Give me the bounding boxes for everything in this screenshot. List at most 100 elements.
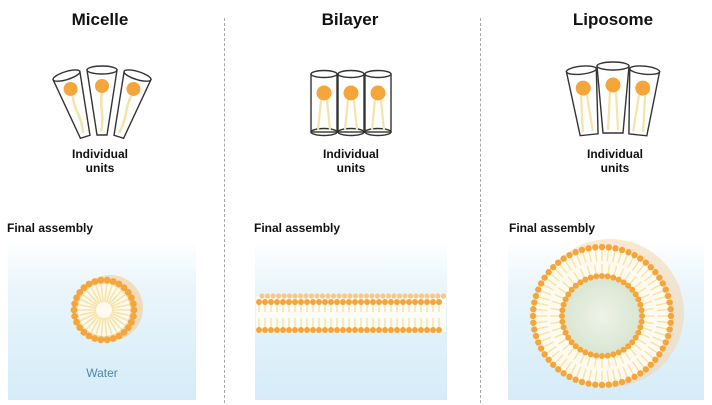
micelle-assembly <box>70 275 143 344</box>
liposome-outer-head <box>585 380 592 387</box>
liposome-inner-head <box>599 273 605 279</box>
liposome-assembly-label: Final assembly <box>509 221 596 235</box>
bilayer-head-top <box>304 299 310 305</box>
micelle-head <box>120 284 128 292</box>
bilayer-head-top <box>412 299 418 305</box>
liposome-outer-tail <box>617 252 622 264</box>
liposome-outer-head <box>541 351 548 358</box>
liposome-inner-tail <box>579 353 586 364</box>
liposome-inner-head <box>593 352 600 359</box>
bilayer-head-bottom <box>262 327 268 333</box>
bilayer-back-head <box>402 293 408 299</box>
liposome-outer-tail <box>655 302 667 306</box>
bilayer-back-head <box>385 293 392 299</box>
liposome-inner-head <box>565 334 572 341</box>
micelle-head <box>91 335 99 342</box>
liposome-outer-head <box>642 366 649 373</box>
liposome-inner-head <box>625 343 632 350</box>
liposome-outer-tail <box>537 302 549 306</box>
bilayer-back-head <box>429 293 436 299</box>
liposome-outer-tail <box>656 308 668 312</box>
liposome-outer-head <box>578 246 586 254</box>
liposome-inner-tail <box>554 293 565 300</box>
micelle-tail <box>104 317 108 337</box>
bilayer-head-bottom <box>274 327 280 333</box>
liposome-inner-head <box>559 313 565 319</box>
liposome-outer-tail <box>540 290 552 296</box>
liposome-outer-tail <box>538 296 550 301</box>
liposome-outer-tail <box>546 278 557 287</box>
micelle-head <box>80 328 88 336</box>
bilayer-head-top <box>370 299 376 305</box>
liposome-outer-head <box>664 332 672 340</box>
micelle-head <box>97 336 105 344</box>
liposome-inner-head <box>615 349 622 356</box>
liposome-outer-head <box>664 292 672 300</box>
bilayer-head-top <box>430 299 436 305</box>
liposome-outer-tail <box>622 254 628 266</box>
liposome-outer-tail <box>627 364 634 375</box>
liposome-inner-tail <box>593 264 597 275</box>
liposome-inner-head <box>562 329 569 336</box>
liposome-outer-head <box>659 280 667 287</box>
liposome-inner-head <box>637 324 644 331</box>
micelle-tail <box>108 315 123 331</box>
liposome-outer-tail <box>650 341 661 348</box>
micelle-tail <box>81 293 98 306</box>
liposome-inner-tail <box>613 356 618 367</box>
micelle-head <box>76 288 84 296</box>
micelle-tail <box>107 316 119 334</box>
liposome-inner-tail <box>628 276 637 285</box>
liposome-inner-head <box>620 279 627 286</box>
liposome-outer-tail <box>582 252 587 264</box>
liposome-outer-head <box>598 381 606 389</box>
liposome-outer-tail <box>559 264 568 274</box>
bilayer-assembly <box>256 293 447 333</box>
liposome-outer-tail <box>640 354 650 364</box>
micelle-head <box>97 276 105 284</box>
bilayer-back-head <box>292 293 298 299</box>
liposome-inner-head <box>572 282 579 289</box>
liposome-inner-tail <box>643 321 654 325</box>
bilayer-back-head <box>358 293 364 299</box>
micelle-unit-right <box>113 69 152 140</box>
liposome-outer-tail <box>570 257 577 268</box>
micelle-tail <box>105 284 114 303</box>
bilayer-head-bottom <box>352 327 358 333</box>
liposome-inner-head <box>562 296 569 303</box>
liposome-inner-head <box>568 286 575 293</box>
bilayer-units-label: Individual units <box>291 147 411 175</box>
liposome-inner-tail <box>639 332 650 339</box>
micelle-head <box>80 284 88 292</box>
liposome-inner-head <box>560 324 567 331</box>
liposome-outer-tail <box>538 331 550 336</box>
bilayer-back-head <box>396 293 403 299</box>
liposome-outer-head <box>612 245 619 252</box>
liposome-outer-head <box>625 249 632 256</box>
liposome-inner-tail <box>567 347 576 356</box>
liposome-inner-head <box>582 349 589 356</box>
bilayer-back-head <box>286 293 293 299</box>
liposome-outer-head <box>545 356 552 363</box>
micelle-tail <box>89 316 101 334</box>
bilayer-head-bottom <box>430 327 436 333</box>
micelle-unit-left <box>52 69 91 140</box>
water-label: Water <box>86 366 118 380</box>
bilayer-head-bottom <box>292 327 298 333</box>
micelle-head <box>70 306 78 314</box>
bilayer-head-top <box>322 299 328 305</box>
bilayer-back-head <box>380 293 386 299</box>
liposome-inner-head <box>615 276 622 283</box>
liposome-outer-head <box>659 345 667 352</box>
bilayer-head-bottom <box>340 327 346 333</box>
liposome-outer-tail <box>554 354 564 364</box>
liposome-inner-head <box>587 351 594 358</box>
micelle-head <box>73 318 80 326</box>
bilayer-head-bottom <box>328 327 334 333</box>
liposome-outer-head <box>666 299 673 306</box>
liposome-inner-tail <box>642 327 653 332</box>
liposome-outer-tail <box>536 308 548 312</box>
liposome-inner-tail <box>593 357 597 368</box>
liposome-inner-tail <box>551 327 562 332</box>
liposome-outer-head <box>585 245 592 252</box>
